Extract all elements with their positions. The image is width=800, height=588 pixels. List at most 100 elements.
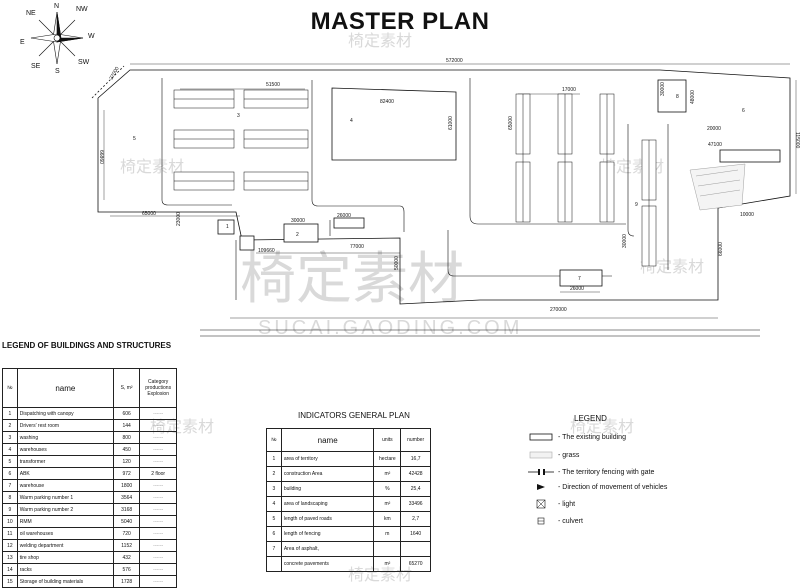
cell-name: concrete pavements <box>280 556 375 572</box>
svg-text:N: N <box>54 3 59 10</box>
legend-label: - light <box>558 500 576 508</box>
cell-name: Warm parking number 1 <box>16 491 114 504</box>
cell-units: m² <box>373 556 402 572</box>
svg-text:30000: 30000 <box>660 82 666 96</box>
existing-building-icon <box>528 433 554 441</box>
cell-units: m² <box>373 466 402 482</box>
svg-text:S: S <box>55 68 60 75</box>
cell-number: 6 <box>2 467 18 480</box>
svg-text:E: E <box>20 39 25 46</box>
cell-name: welding department <box>16 539 114 552</box>
table-header-row: № name units number <box>266 428 431 452</box>
cell-value: 1640 <box>400 526 431 542</box>
cell-number <box>266 556 282 572</box>
cell-units: m² <box>373 496 402 512</box>
cell-number: 2 <box>266 466 282 482</box>
col-units: units <box>373 428 402 452</box>
cell-value: 42428 <box>400 466 431 482</box>
col-area: S, m² <box>112 368 141 408</box>
svg-text:W: W <box>88 33 95 40</box>
legend-label: - culvert <box>558 517 583 525</box>
table-header-row: № name S, m² Category productions Explos… <box>2 368 177 408</box>
svg-text:115000: 115000 <box>794 132 800 149</box>
cell-category: ------ <box>139 551 177 564</box>
cell-name: building <box>280 481 375 497</box>
svg-text:NW: NW <box>76 6 88 13</box>
cell-name: Warm parking number 2 <box>16 503 114 516</box>
cell-number: 13 <box>2 551 18 564</box>
cell-category: ------ <box>139 539 177 552</box>
col-number-value: number <box>400 428 431 452</box>
cell-name: area of landscaping <box>280 496 375 512</box>
cell-category: ------ <box>139 563 177 576</box>
cell-number: 7 <box>2 479 18 492</box>
cell-area: 120 <box>112 455 141 468</box>
compass-labels: N NW W SW S SE E NE <box>20 3 95 75</box>
cell-area: 606 <box>112 407 141 420</box>
cell-number: 2 <box>2 419 18 432</box>
legend-item-culvert: - culvert <box>528 516 583 526</box>
building-warehouse <box>331 87 457 161</box>
cell-name: ABK <box>16 467 114 480</box>
svg-text:5: 5 <box>133 136 136 142</box>
cell-units <box>373 541 402 557</box>
svg-text:SUCAI.GAODING.COM: SUCAI.GAODING.COM <box>258 317 522 339</box>
cell-area: 972 <box>112 467 141 480</box>
cell-name: warehouses <box>16 443 114 456</box>
svg-text:6: 6 <box>742 108 745 114</box>
arrow-icon <box>528 483 554 491</box>
svg-text:3: 3 <box>237 113 240 119</box>
cell-number: 3 <box>2 431 18 444</box>
svg-text:20000: 20000 <box>707 126 721 132</box>
svg-text:8: 8 <box>676 94 679 100</box>
legend-label: - The territory fencing with gate <box>558 468 655 476</box>
svg-text:1: 1 <box>226 224 229 230</box>
cell-area: 450 <box>112 443 141 456</box>
cell-value <box>400 541 431 557</box>
svg-text:NE: NE <box>26 10 36 17</box>
svg-text:77000: 77000 <box>350 244 364 250</box>
cell-units: km <box>373 511 402 527</box>
svg-text:66000: 66000 <box>718 242 724 256</box>
svg-text:2: 2 <box>296 232 299 238</box>
indicators-heading: INDICATORS GENERAL PLAN <box>298 411 410 420</box>
svg-text:9: 9 <box>635 202 638 208</box>
cell-name: oil warehouses <box>16 527 114 540</box>
cell-value: 65270 <box>400 556 431 572</box>
svg-text:17000: 17000 <box>562 87 576 93</box>
svg-text:椅定素材: 椅定素材 <box>348 32 412 50</box>
culvert-icon <box>528 516 554 526</box>
cell-category: ------ <box>139 575 177 588</box>
buildings-table: № name S, m² Category productions Explos… <box>2 368 177 588</box>
parking-bays-right <box>515 93 657 267</box>
svg-text:23000: 23000 <box>176 212 182 226</box>
svg-text:30000: 30000 <box>291 218 305 224</box>
svg-text:7: 7 <box>578 276 581 282</box>
svg-text:椅定素材: 椅定素材 <box>240 247 464 310</box>
col-number: № <box>266 428 282 452</box>
svg-text:27000: 27000 <box>109 66 121 81</box>
cell-number: 6 <box>266 526 282 542</box>
cell-category: ------ <box>139 491 177 504</box>
cell-number: 4 <box>2 443 18 456</box>
cell-category: ------ <box>139 407 177 420</box>
legend-label: - The existing building <box>558 433 626 441</box>
cell-category: ------ <box>139 503 177 516</box>
svg-text:SW: SW <box>78 59 90 66</box>
cell-name: Drivers' rest room <box>16 419 114 432</box>
svg-text:26000: 26000 <box>337 213 351 219</box>
col-number: № <box>2 368 18 408</box>
cell-units: % <box>373 481 402 497</box>
small-buildings <box>217 79 781 287</box>
svg-text:61000: 61000 <box>448 116 454 130</box>
